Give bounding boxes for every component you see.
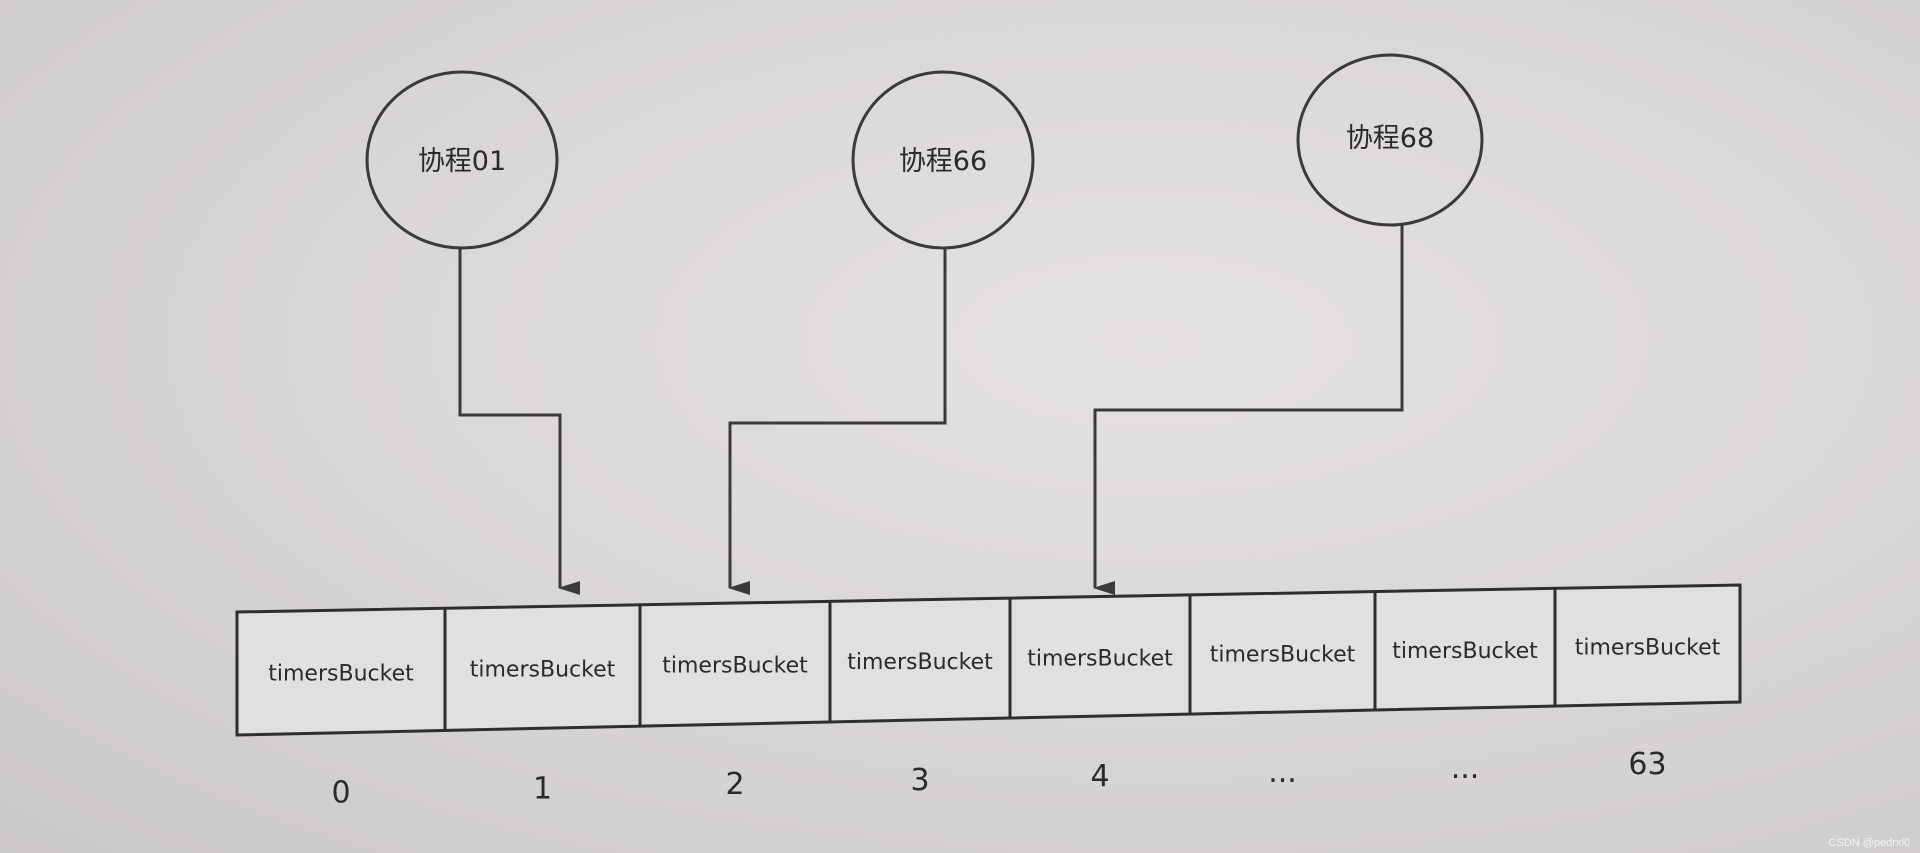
bucket-index-label: 0 [331, 776, 350, 811]
coroutine-label: 协程01 [418, 146, 506, 177]
bucket-index-label: 63 [1628, 747, 1666, 782]
coroutine-label: 协程66 [899, 146, 987, 177]
bucket-index-label: 2 [725, 767, 744, 802]
arrow-coroutine-68-to-bucket-4 [1093, 225, 1404, 595]
bucket-index-label: ... [1451, 751, 1480, 786]
coroutine-label: 协程68 [1346, 123, 1434, 154]
coroutine-node-66: 协程66 [851, 70, 1035, 250]
timers-bucket-array: timersBucket timersBucket timersBucket time… [235, 583, 1742, 737]
bucket-index-label: ... [1268, 755, 1297, 790]
bucket-cell-label: timersBucket [662, 654, 808, 679]
watermark: CSDN @pedrxl0 [1828, 837, 1910, 849]
bucket-index-label: 3 [910, 763, 929, 798]
bucket-cell-label: timersBucket [268, 661, 414, 686]
bucket-cell-label: timersBucket [1210, 643, 1356, 668]
coroutine-circle [1296, 53, 1484, 227]
bucket-index-row: 0 1 2 3 4...... 63 [331, 747, 1666, 811]
bucket-index-label: 4 [1090, 759, 1109, 794]
bucket-cell-label: timersBucket [847, 650, 993, 675]
bucket-cell-label: timersBucket [470, 657, 616, 682]
coroutine-circle [365, 70, 559, 250]
arrow-coroutine-66-to-bucket-2 [728, 248, 947, 595]
bucket-cell-label: timersBucket [1392, 639, 1538, 664]
bucket-cell-label: timersBucket [1027, 646, 1173, 671]
arrow-coroutine-01-to-bucket-1 [458, 248, 580, 595]
coroutine-node-68: 协程68 [1296, 53, 1484, 227]
bucket-index-label: 1 [533, 771, 552, 806]
coroutine-node-01: 协程01 [365, 70, 559, 250]
coroutine-circle [851, 70, 1035, 250]
bucket-array-frame [235, 583, 1742, 737]
bucket-cell-label: timersBucket [1575, 635, 1721, 660]
